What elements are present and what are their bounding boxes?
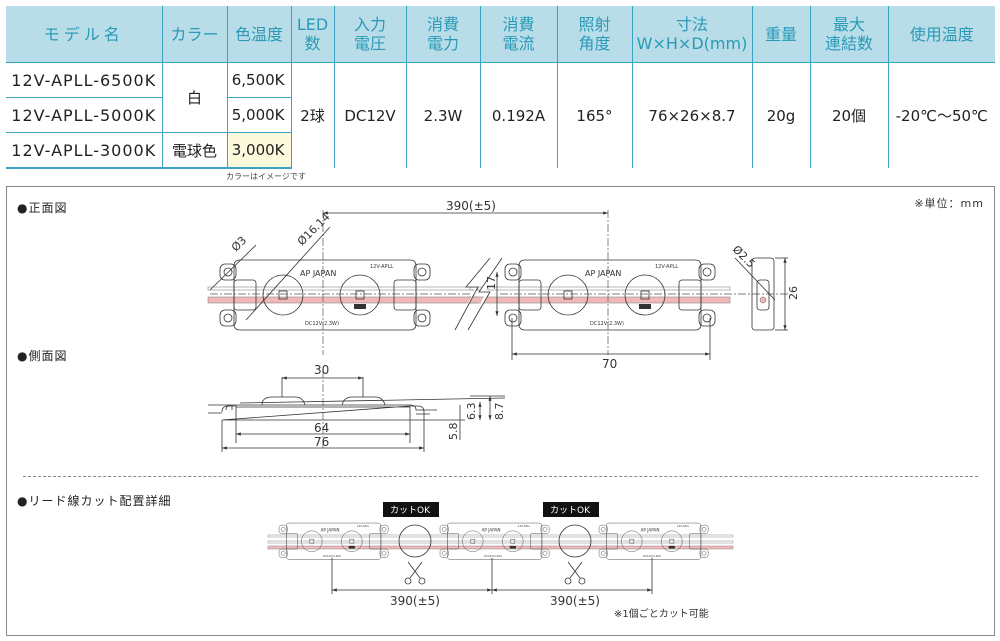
scissors-icon xyxy=(404,561,426,585)
temp-cell: 6,500K xyxy=(226,62,291,98)
brand-label: AP JAPAN xyxy=(300,269,336,278)
cut-note: ※1個ごとカット可能 xyxy=(614,607,709,620)
led-module: AP JAPAN 12V-APLL DC12V(2.3W) xyxy=(278,522,389,560)
model-cell: 12V-APLL-5000K xyxy=(6,97,162,133)
model-label: 12V-APLL xyxy=(655,264,678,270)
height26-dim: 26 xyxy=(787,286,800,300)
width70-dim: 70 xyxy=(602,357,617,371)
led-count-cell: 2球 xyxy=(290,62,334,168)
drawing-panel: ●正面図 ●側面図 ●リード線カット配置詳細 ※単位：mm xyxy=(6,186,995,636)
cable-dim: Ø2.5 xyxy=(730,243,758,271)
led-module: AP JAPAN 12V-APLL DC12V(2.3W) xyxy=(219,259,431,331)
angle-cell: 165° xyxy=(556,62,632,168)
header-angle: 照射角度 xyxy=(556,6,632,63)
w64-dim: 64 xyxy=(314,421,329,435)
header-voltage: 入力電圧 xyxy=(333,6,406,63)
h87-dim: 8.7 xyxy=(493,403,506,421)
side-view: 30 64 76 5.8 6.3 8.7 xyxy=(208,363,506,452)
led-module: AP JAPAN 12V-APLL DC12V(2.3W) xyxy=(598,522,709,560)
pitch-dim: 390(±5) xyxy=(390,594,440,608)
current-cell: 0.192A xyxy=(479,62,557,168)
brand-label: AP JAPAN xyxy=(641,527,660,532)
front-view-title: ●正面図 xyxy=(17,201,68,215)
color-cell: 電球色 xyxy=(161,132,227,169)
brand-label: AP JAPAN xyxy=(585,269,621,278)
temp-cell: 3,000K xyxy=(226,132,291,169)
lens-dim: Ø16.14 xyxy=(295,211,333,249)
model-label: 12V-APLL xyxy=(518,524,531,528)
header-model: モデル名 xyxy=(6,6,162,63)
side-view-title: ●側面図 xyxy=(17,349,68,363)
table-row: 12V-APLL-6500K 白 6,500K 2球 DC12V 2.3W 0.… xyxy=(6,62,995,168)
op-temp-cell: -20℃～50℃ xyxy=(887,62,995,168)
w76-dim: 76 xyxy=(314,435,329,449)
header-color-temp: 色温度 xyxy=(226,6,291,63)
model-cell: 12V-APLL-6500K xyxy=(6,62,162,98)
brand-label: AP JAPAN xyxy=(321,527,340,532)
unit-label: ※単位：mm xyxy=(914,197,984,210)
hole-dim: Ø3 xyxy=(229,234,249,254)
header-current: 消費電流 xyxy=(479,6,557,63)
pitch-dim: 390(±5) xyxy=(550,594,600,608)
temp-cell: 5,000K xyxy=(226,97,291,133)
size-cell: 76×26×8.7 xyxy=(631,62,752,168)
led-gap-dim: 30 xyxy=(314,363,329,377)
h58-dim: 5.8 xyxy=(447,423,460,441)
rating-label: DC12V(2.3W) xyxy=(305,321,339,327)
color-note: カラーはイメージです xyxy=(226,172,306,181)
scissors-icon xyxy=(564,561,586,585)
led-module: AP JAPAN 12V-APLL DC12V(2.3W) xyxy=(439,522,550,560)
header-weight: 重量 xyxy=(751,6,810,63)
model-label: 12V-APLL xyxy=(370,264,393,270)
max-link-cell: 20個 xyxy=(809,62,888,168)
svg-text:カットOK: カットOK xyxy=(550,505,591,516)
rating-label: DC12V(2.3W) xyxy=(323,554,341,558)
header-power: 消費電力 xyxy=(405,6,480,63)
cut-detail xyxy=(267,534,734,550)
weight-cell: 20g xyxy=(751,62,810,168)
h63-dim: 6.3 xyxy=(465,403,478,421)
pitch-dim: 390(±5) xyxy=(446,199,496,213)
model-cell: 12V-APLL-3000K xyxy=(6,132,162,169)
rating-label: DC12V(2.3W) xyxy=(643,554,661,558)
power-cell: 2.3W xyxy=(405,62,480,168)
table-row: 12V-APLL-3000K 電球色 3,000K xyxy=(6,132,995,169)
header-op-temp: 使用温度 xyxy=(887,6,995,63)
model-label: 12V-APLL xyxy=(677,524,690,528)
header-color: カラー xyxy=(161,6,227,63)
voltage-cell: DC12V xyxy=(333,62,406,168)
color-cell: 白 xyxy=(161,62,227,133)
rating-label: DC12V(2.3W) xyxy=(484,554,502,558)
rating-label: DC12V(2.3W) xyxy=(590,321,624,327)
cut-detail-title: ●リード線カット配置詳細 xyxy=(17,494,172,508)
model-label: 12V-APLL xyxy=(357,524,370,528)
end-view: Ø2.5 26 xyxy=(730,243,800,331)
brand-label: AP JAPAN xyxy=(482,527,501,532)
section-divider xyxy=(23,476,978,477)
height17-dim: 17 xyxy=(485,276,498,290)
cut-ok-badge: カットOK xyxy=(383,502,439,517)
svg-text:カットOK: カットOK xyxy=(390,505,431,516)
header-max-link: 最大連結数 xyxy=(809,6,888,63)
cables-front xyxy=(207,257,731,331)
table-row: 12V-APLL-5000K 5,000K xyxy=(6,97,995,133)
led-module: AP JAPAN 12V-APLL DC12V(2.3W) xyxy=(504,259,716,331)
cut-ok-badge: カットOK xyxy=(543,502,599,517)
